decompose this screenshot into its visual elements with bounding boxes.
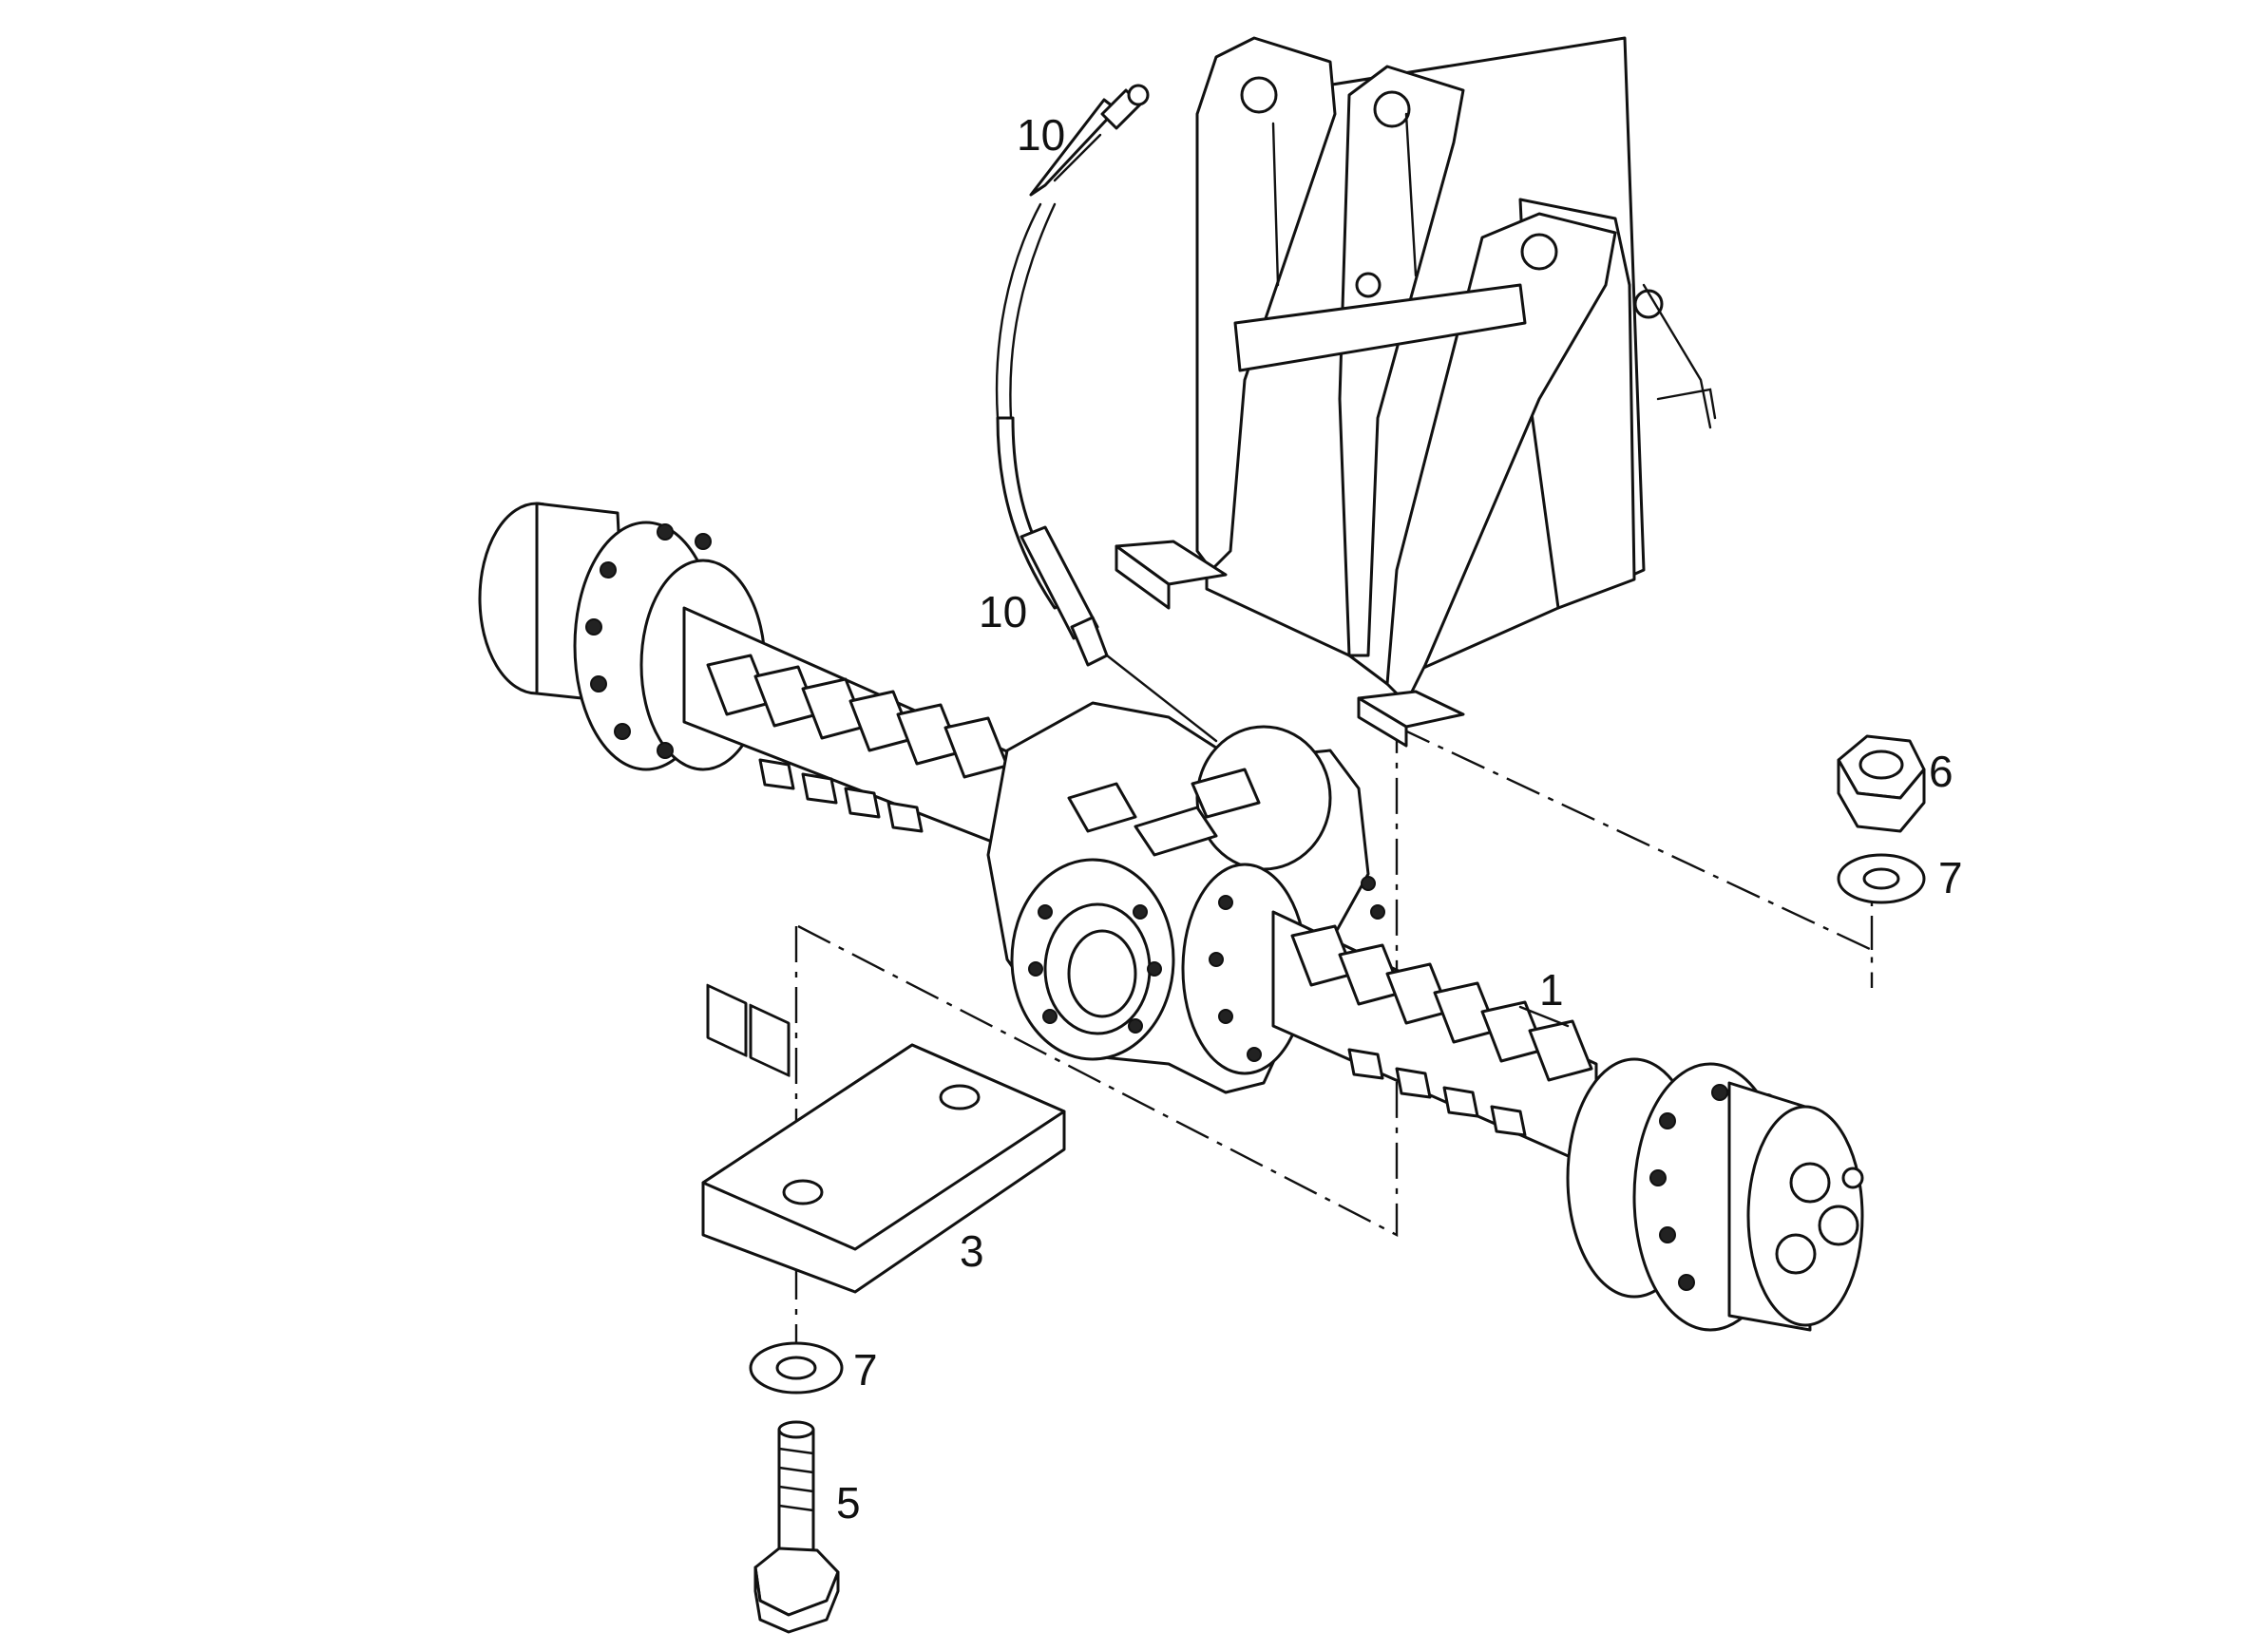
bolt [753, 1420, 840, 1634]
mounting-frame [1115, 36, 1717, 748]
label-washer-lower: 7 [853, 1345, 878, 1395]
hose-upper-fitting [1029, 84, 1150, 197]
hub-studs [1775, 1162, 1864, 1275]
hose-lower-fitting [1020, 525, 1109, 667]
hose-assembly [995, 84, 1218, 743]
washer-upper [1837, 853, 1926, 904]
label-hose-lower: 10 [979, 587, 1027, 636]
label-hose-upper: 10 [1017, 110, 1065, 160]
axle-leader [1518, 1005, 1570, 1028]
label-nut: 6 [1929, 747, 1954, 796]
nut [1837, 734, 1926, 833]
label-axle: 1 [1539, 965, 1564, 1015]
axle [478, 502, 1864, 1332]
input-flange-bolts [1028, 904, 1162, 1034]
spacer-plate [701, 1043, 1066, 1294]
label-washer-upper: 7 [1938, 853, 1963, 902]
left-flange-bolts [585, 523, 712, 759]
left-tube-ribs [706, 983, 791, 1077]
washer-lower [749, 1341, 844, 1395]
right-housing-bolts [1209, 876, 1385, 1062]
label-plate: 3 [960, 1226, 984, 1276]
part-labels: 10 10 6 7 1 3 7 5 [836, 110, 1963, 1528]
label-bolt: 5 [836, 1478, 861, 1528]
